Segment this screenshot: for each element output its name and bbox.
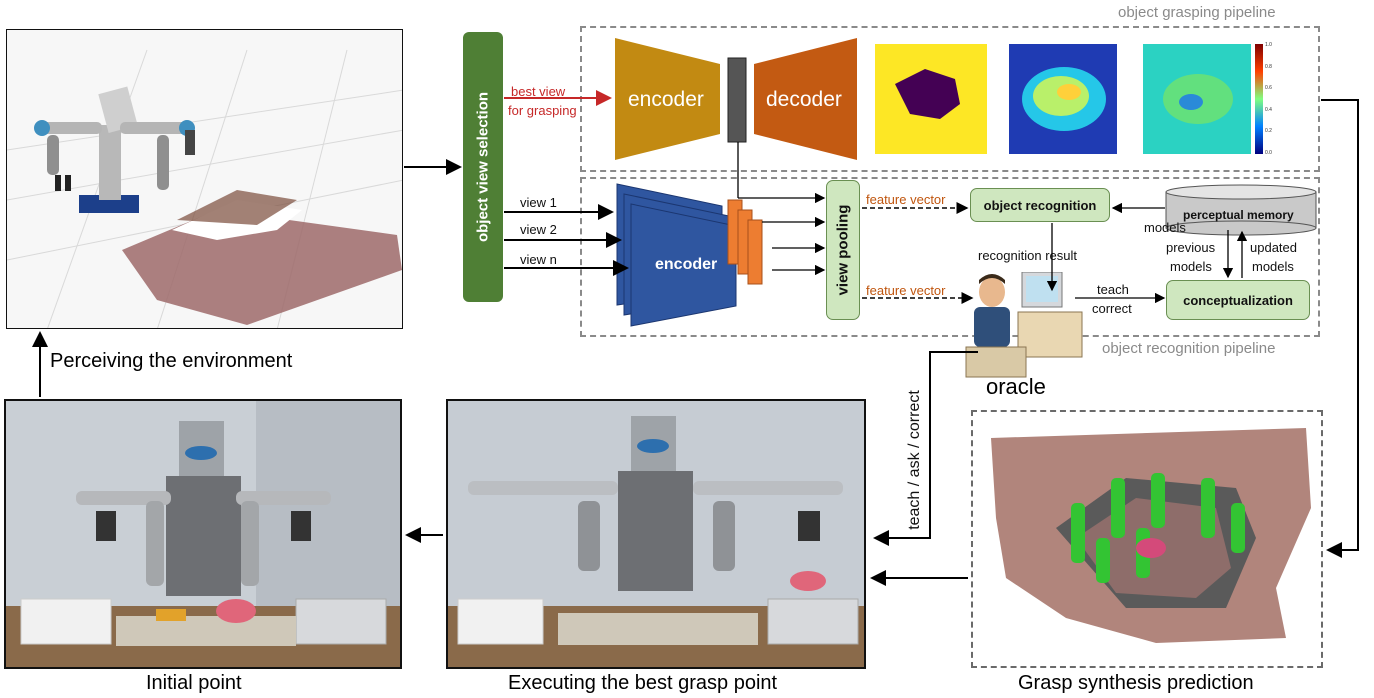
colorbar-ticks: 1.0 0.8 0.6 0.4 0.2 0.0 (1265, 42, 1272, 156)
view-2-label: view 2 (520, 222, 557, 237)
initial-point-drawing (6, 401, 400, 667)
best-view-label-2: for grasping (508, 103, 577, 118)
feature-vector-top-label: feature vector (866, 192, 946, 207)
encoder-decoder-shapes (615, 38, 857, 160)
caption-grasp-synthesis: Grasp synthesis prediction (1018, 672, 1254, 694)
input-depth-map (875, 44, 987, 154)
colorbar (1255, 44, 1263, 154)
feature-vector-bottom-label: feature vector (866, 283, 946, 298)
recognition-pipeline-frame (580, 177, 1320, 337)
initial-point-photo (4, 399, 402, 669)
executing-grasp-photo (446, 399, 866, 669)
encoder-bottom-label: encoder (655, 256, 718, 273)
encoder-top-label: encoder (628, 88, 704, 111)
models-label: models (1144, 220, 1186, 235)
grasping-pipeline-label: object grasping pipeline (1118, 4, 1276, 21)
caption-perceiving: Perceiving the environment (50, 350, 293, 372)
encoder-stack-shapes (616, 183, 763, 327)
teach-label: teach (1097, 282, 1129, 297)
colorbar-tick: 0.4 (1265, 106, 1272, 113)
colorbar-tick: 0.6 (1265, 85, 1272, 92)
updated-models-label-1: updated (1250, 240, 1297, 255)
perceptual-memory-label: perceptual memory (1183, 208, 1294, 222)
view-1-label: view 1 (520, 195, 557, 210)
recognition-pipeline-label: object recognition pipeline (1102, 340, 1276, 357)
colorbar-tick: 0.0 (1265, 149, 1272, 156)
colorbar-tick: 0.2 (1265, 128, 1272, 135)
previous-models-label-1: previous (1166, 240, 1216, 255)
previous-models-label-2: models (1170, 259, 1212, 274)
executing-grasp-drawing (448, 401, 864, 667)
view-n-label: view n (520, 252, 557, 267)
grasp-synthesis-frame (971, 410, 1323, 668)
rviz-scene-drawing (7, 49, 402, 328)
perceptual-memory-cylinder (1165, 184, 1317, 236)
oracle-label: oracle (986, 374, 1046, 399)
conceptualization-box: conceptualization (1166, 280, 1310, 320)
angle-heatmap (1143, 44, 1251, 154)
updated-models-label-2: models (1252, 259, 1294, 274)
quality-heatmap (1009, 44, 1117, 154)
best-view-label-1: best view (511, 84, 566, 99)
object-view-selection-block (463, 32, 503, 302)
object-recognition-box: object recognition (970, 188, 1110, 222)
colorbar-tick: 1.0 (1265, 42, 1272, 48)
decoder-label: decoder (766, 88, 842, 111)
colorbar-tick: 0.8 (1265, 63, 1272, 70)
view-pooling-block (826, 180, 860, 320)
caption-initial: Initial point (146, 672, 242, 694)
caption-executing: Executing the best grasp point (508, 672, 778, 694)
rviz-scene-image (6, 29, 403, 329)
correct-label: correct (1092, 301, 1132, 316)
grasp-synthesis-drawing (991, 428, 1311, 643)
